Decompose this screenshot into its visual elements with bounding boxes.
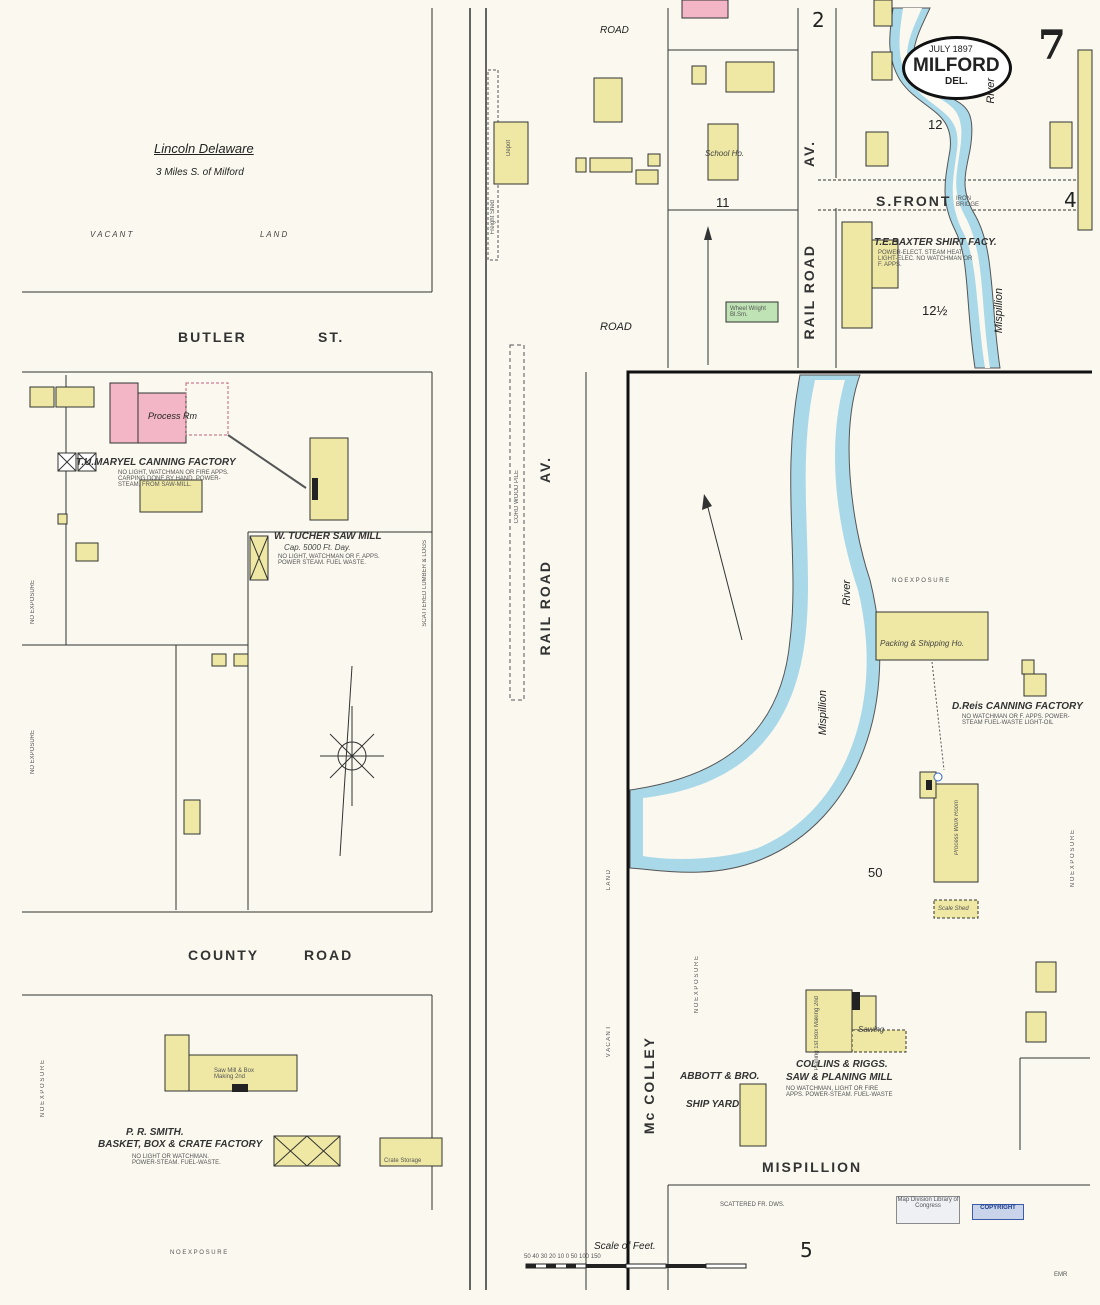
wheelwright-label: Wheel Wright Bl.Sm.	[730, 306, 766, 318]
title-town: MILFORD	[913, 55, 1000, 76]
library-stamp: Map Division Library of Congress	[896, 1196, 960, 1224]
river-main-label: River	[841, 580, 853, 606]
right-no-exposure-1: N O E X P O S U R E	[892, 578, 950, 584]
left-no-exposure-3: N O E X P O S U R E	[40, 1060, 46, 1118]
street-road-mid: ROAD	[600, 321, 632, 333]
block-2: 2	[812, 8, 825, 32]
street-railroad-av-left: RAIL ROAD	[537, 560, 553, 656]
scale-title: Scale of Feet.	[594, 1241, 656, 1252]
left-no-exposure-1: NO EXPOSURE	[30, 580, 36, 625]
river-top-name: Mispillion	[993, 288, 1005, 334]
scale-ticks: 50 40 30 20 10 0 50 100 150	[524, 1254, 601, 1260]
left-no-exposure-2: NO EXPOSURE	[30, 730, 36, 775]
process-work-room-label: Process Work Room	[954, 800, 960, 856]
maryel-factory-label: T.U.MARYEL CANNING FACTORY	[76, 457, 236, 468]
street-county: COUNTY	[188, 947, 260, 963]
saw-mill-box-label: Saw Mill & Box Making 2nd	[214, 1068, 255, 1080]
tucher-capacity: Cap. 5000 Ft. Day.	[284, 543, 351, 552]
planing-label: Planing 1st Box Making 2nd	[814, 996, 820, 1071]
packing-shipping-label: Packing & Shipping Ho.	[880, 639, 965, 648]
street-railroad-av-left-b: AV.	[537, 456, 553, 484]
right-no-exposure-2: N O E X P O S U R E	[1070, 830, 1076, 888]
process-room-label: Process Rm	[148, 411, 198, 421]
scattered-dwellings-label: SCATTERED FR. DWS.	[720, 1202, 785, 1208]
street-road-top: ROAD	[600, 25, 629, 36]
vacant-vert-label: V A C A N T	[606, 1026, 612, 1058]
depot-label: Depot	[506, 140, 512, 157]
street-mispillion: MISPILLION	[762, 1159, 863, 1175]
river-top-label: River	[985, 78, 997, 104]
block-12: 12	[928, 117, 943, 132]
title-state: DEL.	[945, 76, 968, 87]
copyright-stamp: COPYRIGHT	[972, 1204, 1024, 1220]
street-mccolley: Mc COLLEY	[641, 1036, 657, 1135]
block-4: 4	[1064, 188, 1077, 212]
collins-note: NO WATCHMAN, LIGHT OR FIRE APPS. POWER-S…	[786, 1086, 893, 1098]
school-label: School Ho.	[705, 149, 745, 158]
baxter-label: T.E.BAXTER SHIRT FACY.	[874, 237, 997, 248]
collins-mill-label: SAW & PLANING MILL	[786, 1072, 893, 1083]
copyright-stamp-text: COPYRIGHT	[980, 1205, 1016, 1211]
land-vert-label: L A N D	[606, 870, 612, 891]
bottom-no-exposure: N O E X P O S U R E	[170, 1250, 228, 1256]
abbott-label: ABBOTT & BRO.	[680, 1071, 760, 1082]
block-12-half: 12½	[922, 303, 948, 318]
shipyard-label: SHIP YARD	[686, 1099, 740, 1110]
block-50: 50	[868, 865, 883, 880]
river-main-name: Mispillion	[817, 690, 829, 736]
surveyor-initials: EMR	[1054, 1272, 1068, 1278]
right-no-exposure-3: N O E X P O S U R E	[694, 956, 700, 1014]
inset-heading: Lincoln Delaware	[154, 141, 254, 156]
tucher-saw-mill-label: W. TUCHER SAW MILL	[274, 531, 382, 542]
tucher-note: NO LIGHT, WATCHMAN OR F. APPS. POWER STE…	[278, 554, 380, 566]
street-railroad-av-right: RAIL ROAD	[801, 244, 817, 340]
title-date: JULY 1897	[929, 44, 973, 54]
scattered-lumber-label: SCATTERED LUMBER & LOGS	[422, 540, 428, 627]
sawing-label: Sawing	[858, 1025, 885, 1034]
block-5: 5	[800, 1238, 813, 1262]
sheet-number: 7	[1038, 22, 1066, 69]
street-county-road: ROAD	[304, 947, 354, 963]
library-stamp-text: Map Division Library of Congress	[897, 1197, 959, 1209]
block-11: 11	[716, 195, 730, 210]
crate-storage-label: Crate Storage	[384, 1158, 422, 1164]
inset-subheading: 3 Miles S. of Milford	[156, 167, 244, 178]
collins-riggs-label: COLLINS & RIGGS.	[796, 1059, 888, 1070]
cord-wood-label: CORD WOOD PILE	[514, 470, 520, 524]
street-railroad-av-right-b: AV.	[801, 140, 817, 168]
land-label: L A N D	[260, 230, 288, 239]
street-s-front: S.FRONT	[876, 193, 952, 209]
maryel-note: NO LIGHT, WATCHMAN OR FIRE APPS. CARPING…	[118, 470, 229, 488]
iron-bridge-label: IRON BRIDGE	[956, 196, 980, 208]
reis-factory-label: D.Reis CANNING FACTORY	[952, 701, 1083, 712]
title-cartouche: JULY 1897 MILFORD DEL.	[902, 36, 1012, 100]
street-butler-st: ST.	[318, 329, 345, 345]
freight-shed-label: Freight Shed	[490, 200, 496, 235]
prsmith-factory-label: BASKET, BOX & CRATE FACTORY	[98, 1139, 263, 1150]
reis-note: NO WATCHMAN OR F. APPS. POWER-STEAM FUEL…	[962, 714, 1070, 726]
baxter-note: POWER-ELECT. STEAM HEAT. LIGHT-ELEC. NO …	[878, 250, 973, 268]
prsmith-label: P. R. SMITH.	[126, 1127, 184, 1138]
street-butler: BUTLER	[178, 329, 247, 345]
scale-shed-label: Scale Shed	[938, 906, 969, 912]
prsmith-note: NO LIGHT OR WATCHMAN. POWER-STEAM. FUEL-…	[132, 1154, 221, 1166]
vacant-label: V A C A N T	[90, 230, 133, 239]
